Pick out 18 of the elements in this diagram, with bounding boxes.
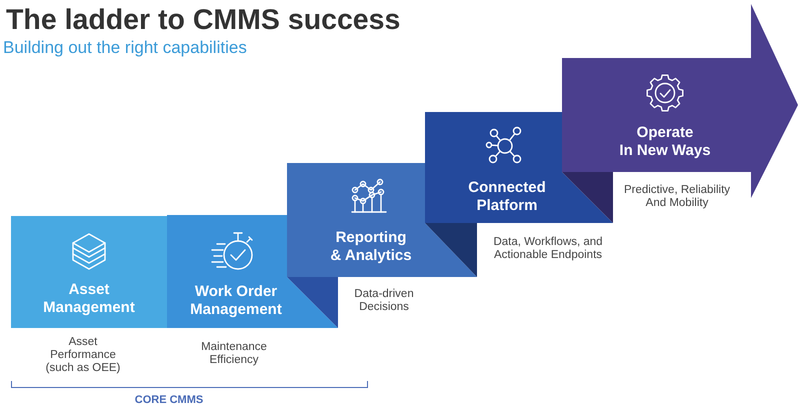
step-box	[167, 215, 287, 328]
step-title: Operate In New Ways	[619, 124, 711, 160]
step-description: Maintenance Efficiency	[201, 341, 267, 367]
step-title: Asset Management	[43, 281, 135, 317]
bracket-label: CORE CMMS	[134, 393, 204, 407]
step-description: Data, Workflows, and Actionable Endpoints	[493, 236, 603, 262]
subtitle: Building out the right capabilities	[3, 38, 247, 58]
step-description: Data-driven Decisions	[354, 288, 414, 314]
step-title: Reporting & Analytics	[330, 229, 412, 265]
step-box	[11, 216, 167, 328]
step-box	[425, 112, 562, 223]
step-description: Predictive, Reliability And Mobility	[624, 184, 730, 210]
step-title: Connected Platform	[468, 179, 546, 215]
arrow-step	[562, 4, 798, 198]
step-description: Asset Performance (such as OEE)	[46, 336, 120, 375]
step-box	[287, 163, 425, 277]
title: The ladder to CMMS success	[6, 3, 400, 37]
step-title: Work Order Management	[190, 283, 282, 319]
